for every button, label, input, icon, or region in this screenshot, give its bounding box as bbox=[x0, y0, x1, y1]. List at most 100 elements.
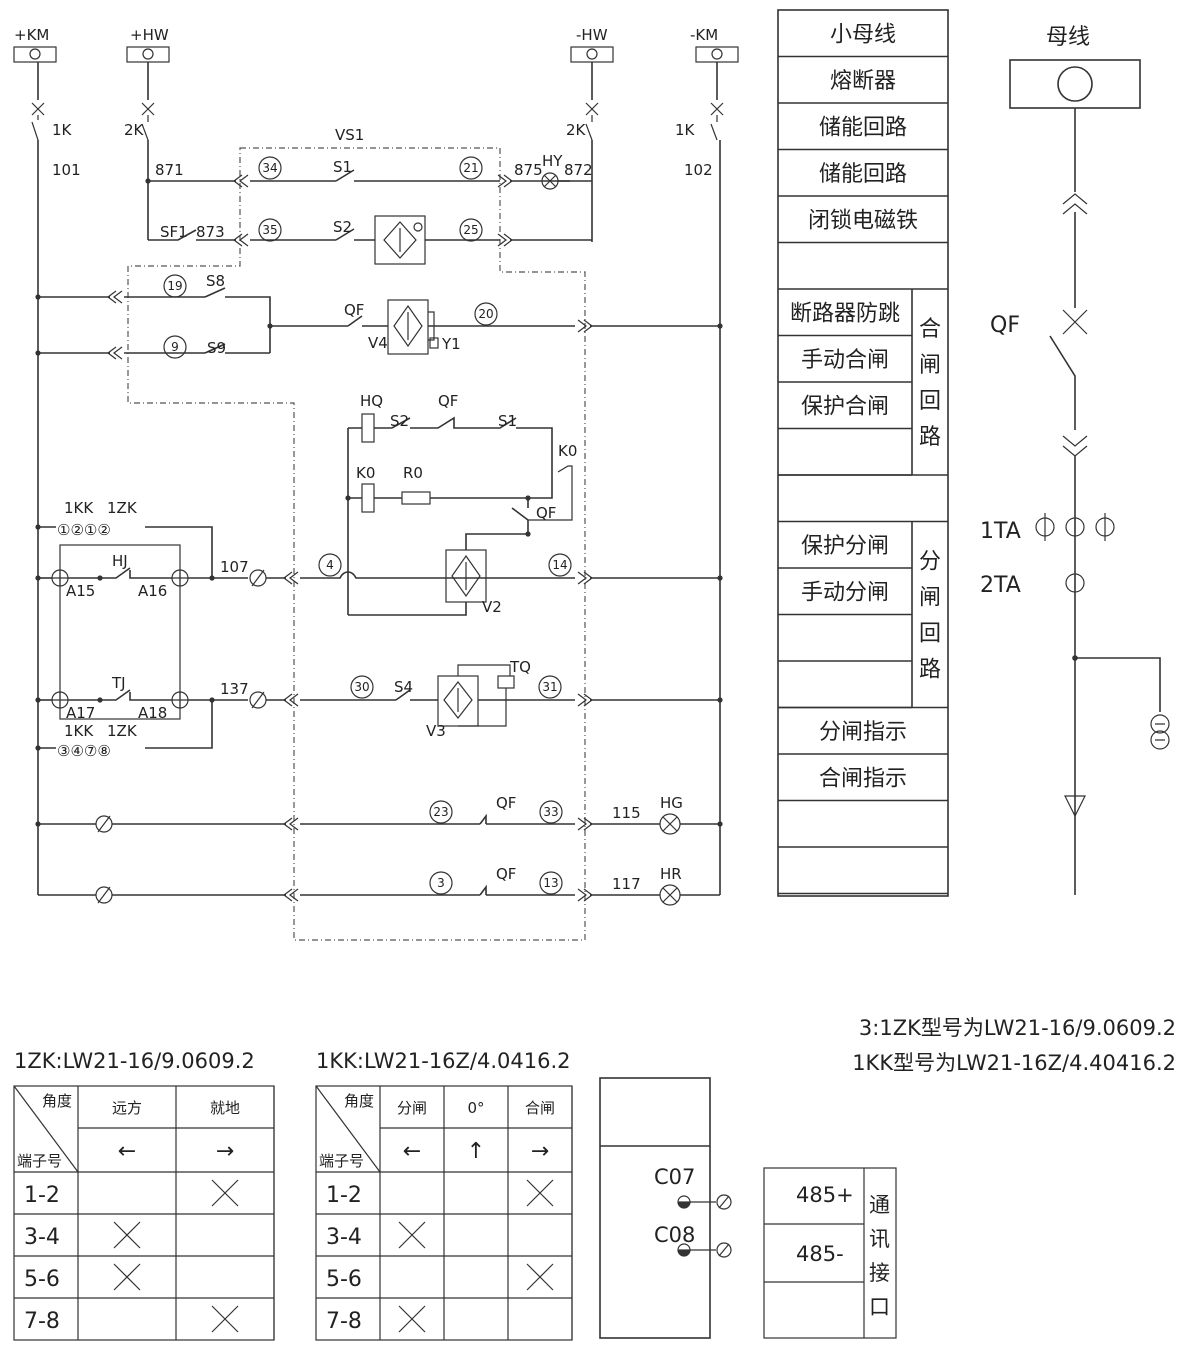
pin-circle bbox=[539, 871, 563, 895]
rectifier-label: V4 bbox=[368, 334, 388, 352]
panel-row-label: 合闸指示 bbox=[819, 766, 907, 791]
panel-row: 保护分闸 bbox=[778, 534, 912, 569]
switch-label: S9 bbox=[207, 339, 226, 357]
circuit-115: QF 115 HG bbox=[35, 794, 723, 835]
breaker-label: 1K bbox=[675, 121, 696, 139]
terminal-label: 端子号 bbox=[17, 1152, 62, 1170]
table-title: 1KK:LW21-16Z/4.0416.2 bbox=[316, 1049, 571, 1073]
vs1-frame bbox=[127, 147, 586, 941]
terminal-label: A16 bbox=[138, 582, 167, 600]
panel-frame bbox=[777, 9, 949, 897]
pin-number: 33 bbox=[543, 805, 558, 819]
pin-circle bbox=[318, 553, 342, 577]
wire-number: 873 bbox=[196, 223, 225, 241]
contact-numbers: ③④⑦⑧ bbox=[57, 742, 111, 760]
pin-number: 13 bbox=[543, 876, 558, 890]
pin-circle bbox=[429, 871, 453, 895]
group-label-char: 回 bbox=[919, 622, 941, 647]
pin-number: 30 bbox=[354, 680, 369, 694]
note-line: 3:1ZK型号为LW21-16/9.0609.2 bbox=[859, 1016, 1176, 1040]
pin-number: 3 bbox=[437, 876, 445, 890]
column-header: 0° bbox=[467, 1099, 484, 1117]
terminal-label: -HW bbox=[576, 26, 608, 44]
closed-mark: × bbox=[113, 1221, 141, 1249]
pin-circle bbox=[163, 274, 187, 298]
terminal-pair: 3-4 bbox=[24, 1225, 60, 1250]
vs1-label: VS1 bbox=[335, 126, 364, 144]
circuit-873: SF1 873 S2 bbox=[148, 215, 592, 265]
circuit-137: A17 TJ A18 137 S4 V3 TQ bbox=[35, 658, 723, 740]
direction-arrow: → bbox=[216, 1139, 234, 1164]
terminal-km-plus: +KM 1K 101 bbox=[13, 26, 81, 179]
group-label-char: 路 bbox=[919, 658, 941, 683]
connector-pin: 4 bbox=[318, 553, 342, 577]
plug-icon bbox=[1062, 193, 1088, 215]
switch-label: 1KK bbox=[64, 722, 94, 740]
panel-row-label: 小母线 bbox=[830, 22, 896, 47]
connector-pin: 30 bbox=[350, 675, 374, 699]
cable-icon bbox=[1150, 714, 1170, 734]
pin-circle bbox=[548, 553, 572, 577]
pin-circle bbox=[539, 800, 563, 824]
pin-number: 19 bbox=[167, 279, 182, 293]
column-header: 合闸 bbox=[525, 1099, 555, 1117]
connector-pin: 19 bbox=[163, 274, 187, 298]
pin-number: 4 bbox=[326, 558, 334, 572]
pin-number: 35 bbox=[262, 223, 277, 237]
relay-box bbox=[59, 544, 181, 720]
function-panel: 小母线熔断器储能回路储能回路闭锁电磁铁断路器防跳手动合闸保护合闸合闸回路保护分闸… bbox=[777, 9, 949, 897]
circuit-close-y1: S8 S9 QF V4 Y1 bbox=[35, 272, 723, 360]
panel-row-label: 手动合闸 bbox=[801, 348, 889, 373]
table-title: 1ZK:LW21-16/9.0609.2 bbox=[14, 1049, 255, 1073]
closed-mark: × bbox=[211, 1179, 239, 1207]
switch-label: S2 bbox=[390, 412, 409, 430]
terminal-label: -KM bbox=[690, 26, 718, 44]
terminal-label: A15 bbox=[66, 582, 95, 600]
pin-circle bbox=[429, 800, 453, 824]
switch-label: S1 bbox=[498, 412, 517, 430]
relay-label: K0 bbox=[356, 464, 375, 482]
panel-row: 合闸指示 bbox=[778, 766, 948, 802]
outgoing-arrow-icon bbox=[1064, 795, 1086, 818]
relay-label: HQ bbox=[360, 392, 383, 410]
motor-icon bbox=[413, 222, 423, 232]
ct-label: 2TA bbox=[980, 573, 1021, 598]
terminal-pair: 7-8 bbox=[326, 1309, 362, 1334]
panel-row-label: 储能回路 bbox=[819, 115, 907, 140]
panel-row-label: 保护合闸 bbox=[801, 394, 889, 419]
switch-label: S4 bbox=[394, 678, 413, 696]
closed-mark: × bbox=[113, 1263, 141, 1291]
panel-row: 分闸指示 bbox=[778, 720, 948, 755]
coil-label: TQ bbox=[509, 658, 531, 676]
direction-arrow: ← bbox=[118, 1139, 136, 1164]
terminal-km-minus: -KM 1K 102 bbox=[675, 26, 739, 179]
wire-number: 875 bbox=[514, 161, 543, 179]
group-label-char: 路 bbox=[919, 425, 941, 450]
closed-mark: × bbox=[398, 1221, 426, 1249]
connector-pin: 31 bbox=[538, 675, 562, 699]
pin-circle bbox=[474, 302, 498, 326]
direction-arrow: → bbox=[531, 1139, 549, 1164]
column-header: 就地 bbox=[210, 1099, 240, 1117]
contact-numbers: ①②①② bbox=[57, 521, 111, 539]
trip-coil-icon bbox=[497, 675, 515, 689]
pin-number: 21 bbox=[463, 161, 478, 175]
panel-row: 保护合闸 bbox=[778, 394, 912, 430]
circuit-117: QF 117 HR bbox=[38, 865, 720, 906]
primary-one-line: 母线 QF 1TA 2TA bbox=[980, 25, 1170, 895]
rectifier-label: V3 bbox=[426, 722, 446, 740]
connector-pin: 13 bbox=[539, 871, 563, 895]
switch-label: QF bbox=[438, 392, 458, 410]
angle-label: 角度 bbox=[344, 1092, 374, 1110]
terminal-pair: 3-4 bbox=[326, 1225, 362, 1250]
circuit-107: A15 HJ A16 107 bbox=[35, 552, 723, 600]
panel-row: 小母线 bbox=[778, 22, 948, 58]
pin-number: 9 bbox=[171, 340, 179, 354]
circuit-anti-pump: HQ S2 QF S1 K0 K0 R0 QF V2 bbox=[345, 392, 577, 616]
panel-row-label: 手动分闸 bbox=[801, 580, 889, 605]
lamp-label: HG bbox=[660, 794, 683, 812]
wire-number: 871 bbox=[155, 161, 184, 179]
pin-circle bbox=[350, 675, 374, 699]
terminal-hw-plus: +HW 2K bbox=[124, 26, 170, 139]
